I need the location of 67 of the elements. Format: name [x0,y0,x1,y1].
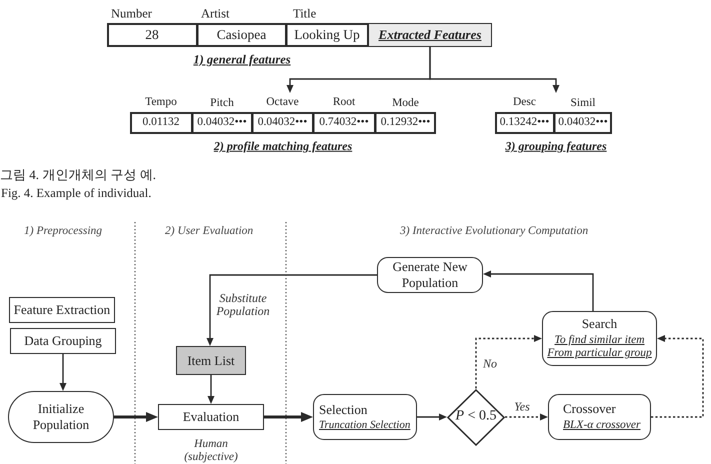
node-label: P < 0.5 [456,408,496,426]
table-caption: 3) grouping features [505,138,607,154]
column-header: Octave [266,96,299,110]
column-header: Title [293,6,316,22]
arrow [206,274,377,346]
node-label: Evaluation [182,409,240,425]
process-box [548,394,651,440]
value-text: 0.12932••• [380,116,430,130]
arrow [475,335,542,388]
figure-caption: 그림 4. 개인개체의 구성 예. [0,167,156,183]
process-box [9,297,115,323]
column-header: Pitch [210,97,234,111]
value-text: 0.13242••• [500,116,550,130]
process-box [542,311,657,366]
node-detail: Truncation Selection [319,419,410,432]
value-text: 0.04032••• [558,116,608,130]
node-label: Data Grouping [24,333,102,349]
process-box [313,394,417,440]
node-label: Item List [187,352,235,368]
process-box [158,404,264,430]
value-text: 0.74032••• [319,116,369,130]
node-detail: To find similar item From particular group [546,334,653,362]
figure-caption: Fig. 4. Example of individual. [1,186,152,201]
column-header: Number [111,6,152,22]
node-label: Initialize Population [32,401,90,433]
table-caption: 2) profile matching features [214,138,352,154]
terminal-shape [8,391,114,443]
arrow [264,412,313,422]
phase-heading: 3) Interactive Evolutionary Computation [400,225,588,239]
value-text: 0.04032••• [258,116,308,130]
node-detail: BLX-α crossover [563,418,640,433]
table-caption: 1) general features [193,52,291,68]
arrow [651,335,704,418]
arrow [505,414,548,420]
edge-label: No [483,357,497,371]
node-note: Human (subjective) [184,438,238,464]
arrow [60,354,66,391]
node-label: Search [582,316,618,332]
value-text: 28 [145,26,159,44]
edge-label: Substitute Population [216,292,270,318]
arrow [114,412,158,422]
node-label: Feature Extraction [14,302,110,318]
value-text: 0.01132 [142,116,180,130]
phase-heading: 2) User Evaluation [165,225,254,239]
value-text: 0.04032••• [197,116,247,130]
column-header: Desc [513,96,536,110]
arrow [417,414,447,420]
table-cell [368,23,492,47]
column-header: Root [332,96,356,110]
arrow [483,270,594,311]
node-label: Selection [319,402,368,418]
arrow [208,375,214,404]
process-box [377,257,483,293]
node-label: Crossover [563,401,616,417]
column-header: Tempo [145,96,177,110]
process-box [10,328,116,354]
value-text: Casiopea [216,26,266,44]
decision-diamond [447,388,505,446]
node-label: Generate New Population [392,259,468,291]
edge-label: Yes [514,400,530,414]
phase-heading: 1) Preprocessing [24,225,102,239]
value-text: Looking Up [294,26,360,44]
column-header: Simil [570,97,596,111]
process-box [176,346,246,375]
value-text: Extracted Features [378,27,482,43]
column-header: Mode [392,97,419,111]
column-header: Artist [201,6,230,22]
